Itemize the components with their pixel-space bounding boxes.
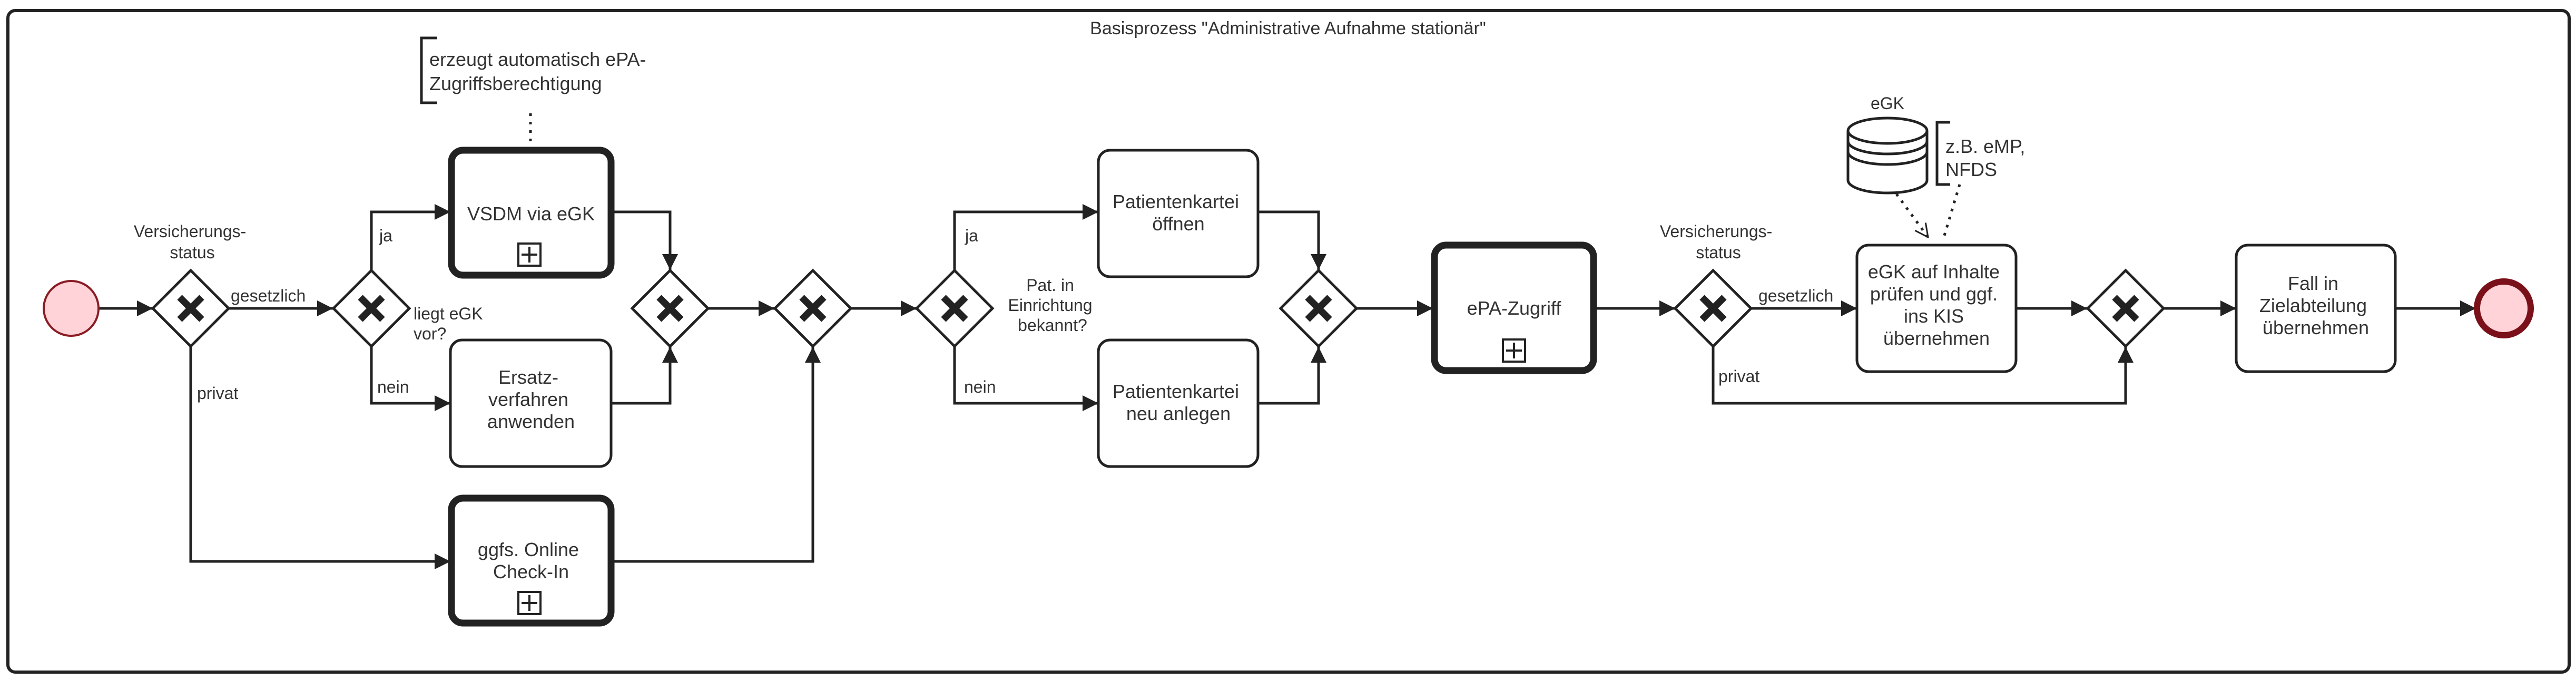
flow-neu-g6	[1258, 347, 1326, 405]
flow-label-gesetzlich-2: gesetzlich	[1758, 286, 1833, 305]
subprocess-marker-icon	[517, 591, 542, 615]
gateway-label-egk-vorhanden: liegt eGK vor?	[414, 304, 488, 343]
gateway-label-patient-bekannt: Pat. in Einrichtung bekannt?	[1008, 276, 1097, 335]
subprocess-marker-icon	[1502, 338, 1526, 363]
svg-text:ePA-Zugriff: ePA-Zugriff	[1467, 297, 1562, 319]
sequence-flows	[98, 204, 2476, 569]
datastore-egk-icon	[1846, 116, 1929, 195]
flow-label-privat-2: privat	[1718, 367, 1759, 386]
task-vsdm-via-egk: VSDM via eGK	[448, 147, 615, 279]
gateway-merge-2	[773, 268, 853, 348]
gateway-label-versicherungsstatus-1: Versicherungs- status	[134, 222, 251, 262]
svg-text:z.B. eMP, NFDS: z.B. eMP, NFDS	[1945, 135, 2030, 180]
gateway-merge-4	[2086, 268, 2166, 348]
svg-text:Fall in Zielabteilung: Fall in Zielabteilung übernehmen	[2259, 273, 2372, 338]
gateway-label-versicherungsstatus-2: Versicherungs- status	[1660, 222, 1777, 262]
flow-vsdm-g3	[611, 210, 678, 270]
end-event	[2474, 278, 2534, 338]
gateway-versicherungsstatus-1	[151, 268, 231, 348]
flow-label-privat-1: privat	[197, 384, 238, 403]
task-patientenkartei-neu-anlegen: Patientenkartei neu anlegen	[1097, 338, 1260, 468]
svg-text:Ersatz- verfahren: Ersatz- verfahren anwenden	[487, 366, 575, 432]
task-epa-zugriff: ePA-Zugriff	[1431, 241, 1597, 374]
flow-g1-online-privat	[189, 345, 450, 569]
association-note-egk	[1942, 184, 1961, 238]
flow-g5-oeffnen-ja	[953, 204, 1098, 271]
gateway-merge-1	[630, 268, 710, 348]
gateway-egk-vorhanden	[331, 268, 411, 348]
flow-oeffnen-g6	[1258, 210, 1326, 270]
svg-text:VSDM via eGK: VSDM via eGK	[467, 203, 595, 225]
flow-label-nein-2: nein	[964, 377, 996, 396]
start-event	[43, 280, 100, 337]
flow-g5-neu-nein	[953, 345, 1098, 411]
annotation-egk: z.B. eMP, NFDS	[1935, 121, 2030, 186]
flow-label-gesetzlich-1: gesetzlich	[231, 286, 306, 305]
flow-g2-vsdm-ja	[370, 204, 450, 271]
annotation-vsdm: erzeugt automatisch ePA- Zugriffsberecht…	[420, 36, 652, 104]
svg-text:Patientenkartei öffnen: Patientenkartei öffnen	[1113, 191, 1244, 235]
task-online-check-in: ggfs. Online Check-In	[448, 494, 615, 627]
association-datastore-egk	[1895, 193, 1930, 237]
flow-label-ja-2: ja	[965, 226, 978, 245]
datastore-label: eGK	[1871, 94, 1904, 113]
flow-label-ja-1: ja	[379, 226, 392, 245]
task-patientenkartei-oeffnen: Patientenkartei öffnen	[1097, 149, 1260, 278]
task-fall-uebernehmen: Fall in Zielabteilung übernehmen	[2235, 244, 2397, 373]
process-frame	[6, 9, 2571, 674]
svg-text:eGK auf Inhalte prüfen u: eGK auf Inhalte prüfen und ggf. ins KIS …	[1868, 261, 2005, 349]
flow-g2-ersatz-nein	[370, 345, 450, 411]
task-ersatzverfahren: Ersatz- verfahren anwenden	[449, 338, 613, 468]
associations	[529, 113, 1961, 238]
gateway-patient-bekannt	[915, 268, 995, 348]
gateway-merge-3	[1279, 268, 1359, 348]
subprocess-marker-icon	[517, 242, 542, 267]
task-egk-inhalte-pruefen: eGK auf Inhalte prüfen und ggf. ins KIS …	[1855, 244, 2018, 373]
svg-text:Patientenkartei neu anle: Patientenkartei neu anlegen	[1113, 381, 1244, 424]
flow-online-g4	[611, 347, 821, 563]
svg-text:erzeugt automatisch ePA-: erzeugt automatisch ePA- Zugriffsberecht…	[429, 48, 652, 94]
flow-ersatz-g3	[611, 347, 678, 405]
gateway-versicherungsstatus-2	[1673, 268, 1753, 348]
flow-label-nein-1: nein	[377, 377, 409, 396]
flow-g7-g8-privat	[1712, 345, 2133, 405]
process-title: Basisprozess "Administrative Aufnahme st…	[1090, 18, 1486, 38]
svg-text:ggfs. Online Check-In: ggfs. Online Check-In	[478, 539, 584, 582]
